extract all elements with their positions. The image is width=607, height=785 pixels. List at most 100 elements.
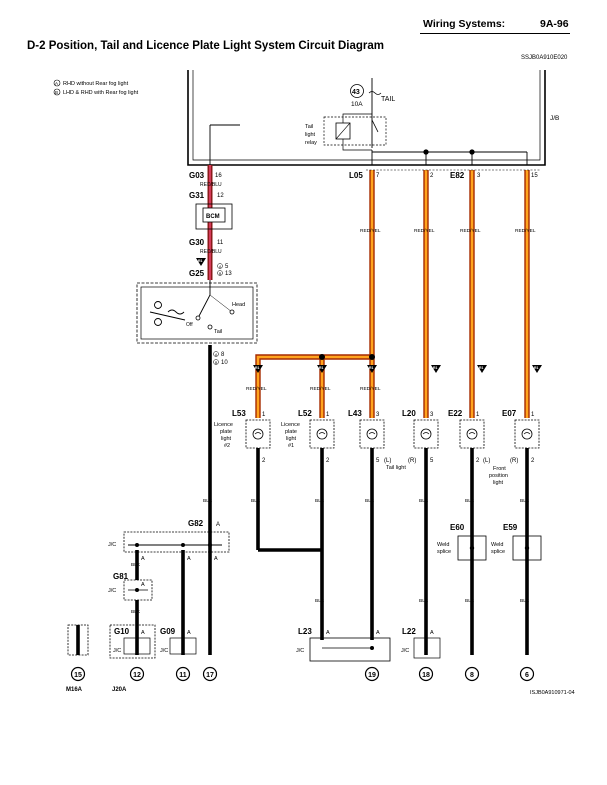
- side-e07: (R): [510, 458, 518, 464]
- g25-pin-d: 10: [221, 360, 228, 366]
- fuse-43: 43 10A TAIL: [350, 78, 395, 148]
- wire-label-g30: RED/BLU: [200, 249, 222, 255]
- pin-l43-5: 5: [376, 458, 380, 464]
- conn-g09: G09: [160, 627, 176, 636]
- lic1-l3: light: [286, 436, 297, 442]
- wire-black: [76, 345, 529, 655]
- pin-g30: 11: [217, 240, 224, 246]
- pin-l05: 7: [376, 173, 380, 179]
- side-l43: (L): [384, 458, 391, 464]
- fuse-name: TAIL: [381, 96, 395, 103]
- fuse-number: 43: [352, 89, 360, 96]
- conn-l53: L53: [232, 409, 246, 418]
- pin-l23-a2: A: [376, 630, 380, 636]
- jc-label-l22: J/C: [401, 648, 409, 654]
- pin-g82-a3: A: [187, 556, 191, 562]
- side-e22: (L): [483, 458, 490, 464]
- ref-tri-7: R1: [532, 365, 542, 373]
- conn-g31: G31: [189, 191, 205, 200]
- wl-blk-6: BLK: [465, 498, 475, 504]
- conn-g25: G25: [189, 269, 205, 278]
- bcm-label: BCM: [206, 214, 220, 220]
- section-title: Wiring Systems:: [423, 18, 506, 30]
- svg-text:R1: R1: [255, 366, 260, 370]
- pin-l22-a: A: [430, 630, 434, 636]
- conn-e82: E82: [450, 171, 465, 180]
- pin-e82: 3: [477, 173, 481, 179]
- svg-text:R1: R1: [433, 366, 438, 370]
- lighting-switch: Head Tail Off: [136, 280, 258, 344]
- pin-l20-3: 3: [430, 412, 434, 418]
- weld-e59-l2: splice: [491, 549, 505, 555]
- pin-l52-2: 2: [326, 458, 330, 464]
- conn-l20: L20: [402, 409, 416, 418]
- ref-tri-1: R1: [196, 258, 206, 266]
- wl-blk-4: BLK: [365, 498, 375, 504]
- wire-label-g03: RED/BLU: [200, 182, 222, 188]
- pin-g31: 12: [217, 193, 224, 199]
- bulb-icon: [521, 428, 533, 440]
- diagram-code: SSJB0A910E020: [521, 55, 568, 61]
- conn-g81: G81: [113, 572, 129, 581]
- wl-blk-13: BLK: [131, 609, 141, 615]
- legend-a-letter: A: [55, 81, 58, 86]
- conn-e07: E07: [502, 409, 517, 418]
- ground-points: 15 12 11 17 19 18 8 6 M16A J20A: [66, 666, 535, 693]
- relay-label-3: relay: [305, 140, 317, 146]
- svg-text:R1: R1: [369, 366, 374, 370]
- jc-label-g81: J/C: [108, 588, 116, 594]
- wl-blk-5: BLK: [419, 498, 429, 504]
- wl-blk-1: BLK: [203, 498, 213, 504]
- switch-head: Head: [232, 302, 245, 308]
- g25-mark-a: A: [219, 265, 222, 269]
- switch-off: Off: [186, 322, 193, 328]
- pin-e22-1: 1: [476, 412, 480, 418]
- page-number: 9A-96: [540, 18, 569, 30]
- g25-mark-b: B: [219, 272, 222, 276]
- wl-3: RED/YEL: [460, 228, 481, 234]
- weld-e60-l1: Weld: [437, 542, 449, 548]
- g25-pins: A 5 B 13 A 8 B 10: [213, 263, 232, 366]
- legend-a-text: RHD without Rear fog light: [63, 81, 129, 87]
- ground-17: 17: [206, 672, 214, 679]
- pin-e22-2: 2: [476, 458, 480, 464]
- g25-mark-d: B: [215, 361, 218, 365]
- ground-15: 15: [74, 672, 82, 679]
- lic2-l1: Licence: [214, 422, 233, 428]
- wl-2: RED/YEL: [414, 228, 435, 234]
- bulb-icon: [466, 428, 478, 440]
- legend-b-letter: B: [55, 90, 58, 95]
- conn-l05: L05: [349, 171, 363, 180]
- wl-blk-3: BLK: [315, 498, 325, 504]
- bulb-icon: [420, 428, 432, 440]
- footer-code: ISJB0A910971-04: [530, 690, 575, 696]
- pin-l05b: 2: [430, 173, 434, 179]
- weld-e60-l2: splice: [437, 549, 451, 555]
- conn-l23: L23: [298, 627, 312, 636]
- front-l2: position: [489, 473, 508, 479]
- wl-blk-10: BLK: [465, 598, 475, 604]
- bottom-jcs: G10 A J/C G09 A J/C L23 A A J/C L22 A J/…: [67, 624, 441, 662]
- conn-l52: L52: [298, 409, 312, 418]
- relay-label-1: Tail: [305, 124, 313, 130]
- m16a-label: M16A: [66, 687, 83, 693]
- diagram-title: D-2 Position, Tail and Licence Plate Lig…: [27, 40, 385, 52]
- front-l3: light: [493, 480, 504, 486]
- bulb-icon: [316, 428, 328, 440]
- header-rule: [420, 33, 570, 34]
- wl-5: RED/YEL: [246, 386, 267, 392]
- lic2-l4: #2: [224, 443, 230, 449]
- tail-light-label: Tail light: [386, 465, 406, 471]
- ref-tri-6: R1: [477, 365, 487, 373]
- pin-g81-a: A: [141, 582, 145, 588]
- fuse-rating: 10A: [351, 101, 363, 108]
- svg-text:R1: R1: [319, 366, 324, 370]
- conn-g10: G10: [114, 627, 130, 636]
- ref-tri-3: R1: [317, 365, 327, 373]
- pin-g03: 16: [215, 173, 222, 179]
- ref-triangles: R1 R1 R1 R1 R1 R1 R1: [196, 258, 542, 373]
- legend-b-text: LHD & RHD with Rear fog light: [63, 90, 139, 96]
- ground-11: 11: [179, 672, 187, 679]
- pin-l52-1: 1: [326, 412, 330, 418]
